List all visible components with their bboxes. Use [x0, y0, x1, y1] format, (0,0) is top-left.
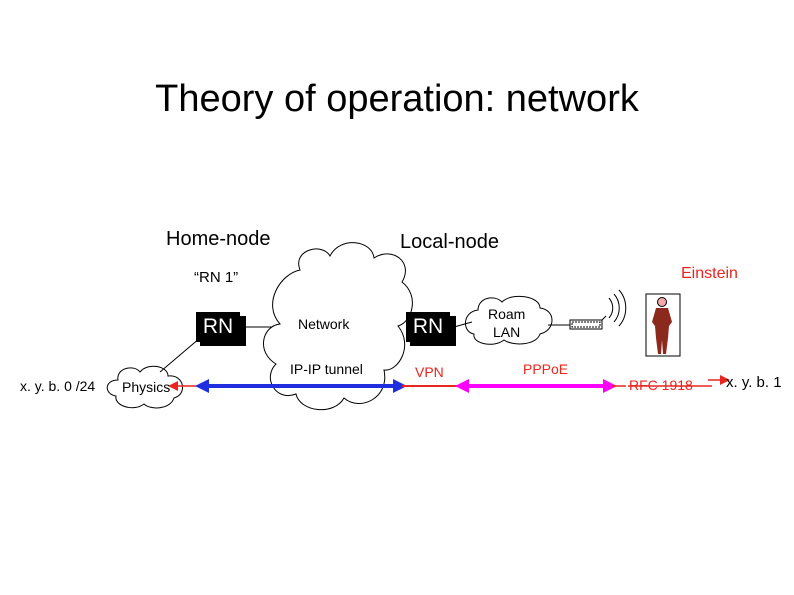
rn-right-label: RN	[412, 315, 444, 338]
roam-label: Roam	[488, 306, 526, 322]
rn-box-right	[406, 312, 450, 342]
home-node-label: Home-node	[166, 228, 271, 250]
roam-lan-cloud	[465, 295, 553, 345]
rn-box-left	[196, 312, 240, 342]
rn1-label: “RN 1”	[194, 269, 239, 286]
pppoe-label: PPPoE	[523, 361, 569, 377]
rn-left-label: RN	[202, 315, 234, 338]
vpn-label: VPN	[415, 364, 444, 380]
local-node-label: Local-node	[400, 231, 499, 253]
lan-label: LAN	[493, 324, 521, 340]
address-right-label: x. y. b. 1	[726, 374, 782, 391]
network-label: Network	[298, 316, 350, 332]
rfc-label: RFC 1918	[629, 377, 693, 393]
physics-cloud	[106, 365, 183, 409]
ip-tunnel-label: IP-IP tunnel	[290, 361, 363, 377]
physics-label: Physics	[122, 379, 171, 395]
einstein-label: Einstein	[681, 265, 738, 282]
access-point-icon	[569, 289, 627, 330]
address-left-label: x. y. b. 0 /24	[20, 378, 96, 394]
network-cloud	[263, 242, 413, 411]
person-icon	[645, 293, 681, 357]
slide-title: Theory of operation: network	[155, 78, 639, 120]
